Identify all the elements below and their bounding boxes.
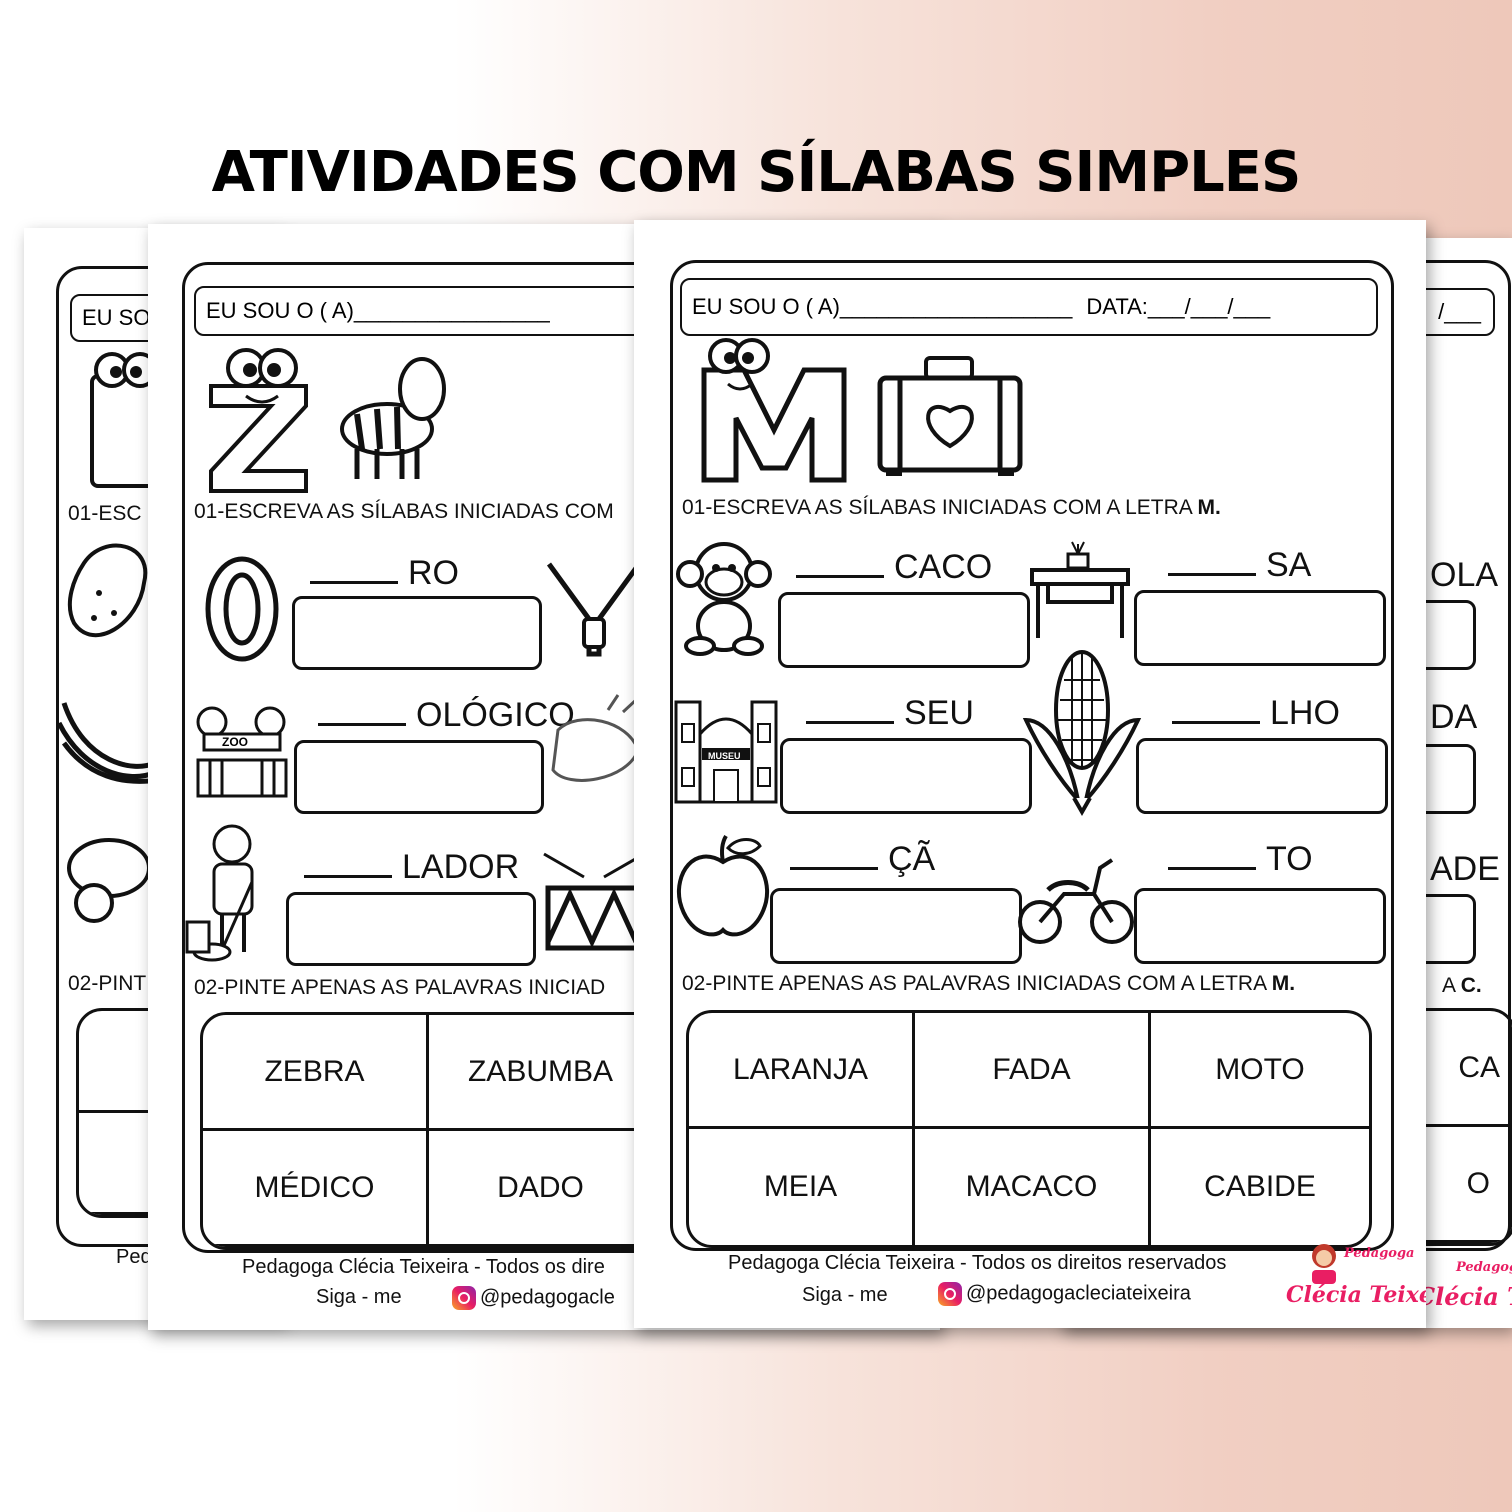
answer-box[interactable] xyxy=(1136,738,1388,814)
date-label: DATA:___/___/___ xyxy=(1086,294,1271,319)
instagram-icon xyxy=(452,1286,476,1310)
answer-box[interactable] xyxy=(1134,888,1386,964)
footer-follow: Siga - me xyxy=(802,1284,888,1306)
syllable-prompt: ÇÃ xyxy=(790,840,935,879)
syllable-prompt: ADE xyxy=(1430,850,1500,888)
instagram-icon xyxy=(938,1282,962,1306)
letter-m-character-icon xyxy=(701,338,847,483)
instruction-2: 02-PINTE APENAS AS PALAVRAS INICIAD xyxy=(194,976,606,999)
answer-box[interactable] xyxy=(294,740,544,814)
word-cell-meia[interactable]: MEIA xyxy=(689,1129,915,1245)
name-date-field: EU SOU O ( A)___________________ DATA:__… xyxy=(680,278,1378,336)
word-cell[interactable]: ZABUMBA xyxy=(429,1015,655,1131)
instruction-2: A C. xyxy=(1442,974,1482,997)
teacher-avatar-icon xyxy=(1312,1244,1336,1284)
syllable-prompt: DA xyxy=(1430,698,1478,736)
syllable-prompt: OLÓGICO xyxy=(318,696,575,735)
zoo-sign: ZOO xyxy=(222,735,248,749)
brand-logo: Clécia Teixeira xyxy=(1416,1282,1512,1311)
word-cell-fada[interactable]: FADA xyxy=(915,1013,1151,1129)
instruction-2: 02-PINTE APENAS AS PALAVRAS INICIADAS CO… xyxy=(682,972,1296,995)
word-cell[interactable]: DADO xyxy=(429,1131,655,1247)
zipper-icon xyxy=(546,562,642,657)
answer-box[interactable] xyxy=(778,592,1030,668)
footer-credit: Pedagoga Clécia Teixeira - Todos os dire… xyxy=(728,1252,1227,1274)
syllable-prompt: CACO xyxy=(796,548,992,587)
page-title: ATIVIDADES COM SÍLABAS SIMPLES xyxy=(211,140,1302,205)
footer-credit: Ped xyxy=(116,1246,152,1268)
corn-icon xyxy=(1022,650,1142,817)
answer-box[interactable] xyxy=(1134,590,1386,666)
zero-icon xyxy=(205,556,279,662)
suitcase-icon xyxy=(877,356,1023,476)
answer-box[interactable] xyxy=(286,892,536,966)
zoo-gate-icon xyxy=(196,706,288,798)
word-cell-moto[interactable]: MOTO xyxy=(1151,1013,1369,1129)
instruction-1: 01-ESC xyxy=(68,502,142,525)
instruction-2: 02-PINT xyxy=(68,972,147,995)
ox-icon xyxy=(551,694,640,782)
table-icon xyxy=(1030,541,1130,638)
answer-box[interactable] xyxy=(770,888,1022,964)
answer-box[interactable] xyxy=(292,596,542,670)
name-field: EU SOU O ( A)________________ xyxy=(194,286,884,336)
word-cell-macaco[interactable]: MACACO xyxy=(915,1129,1151,1245)
answer-box[interactable] xyxy=(780,738,1032,814)
word-grid: LARANJA FADA MOTO MEIA MACACO CABIDE xyxy=(686,1010,1372,1248)
worksheet-m: EU SOU O ( A)___________________ DATA:__… xyxy=(634,220,1426,1328)
apple-icon xyxy=(676,834,770,937)
instruction-1: 01-ESCREVA AS SÍLABAS INICIADAS COM xyxy=(194,500,614,523)
brand-logo-top: Pedagoga xyxy=(1456,1260,1512,1275)
footer-instagram[interactable]: @pedagogacleciateixeira xyxy=(938,1282,1191,1306)
monkey-icon xyxy=(676,542,772,656)
name-label: EU SOU O ( A)___________________ xyxy=(692,294,1073,319)
banana-icon xyxy=(56,702,156,784)
syllable-prompt: LHO xyxy=(1172,694,1340,733)
word-cell[interactable]: ZEBRA xyxy=(203,1015,429,1131)
potato-icon xyxy=(67,543,148,638)
syllable-prompt: SEU xyxy=(806,694,974,733)
instruction-1: 01-ESCREVA AS SÍLABAS INICIADAS COM A LE… xyxy=(682,496,1221,519)
word-cell-laranja[interactable]: LARANJA xyxy=(689,1013,915,1129)
syllable-prompt: SA xyxy=(1168,546,1311,585)
museum-icon xyxy=(674,700,778,804)
letter-z-character-icon xyxy=(209,348,308,493)
syllable-prompt: OLA xyxy=(1430,556,1499,594)
footer-instagram[interactable]: @pedagogacle xyxy=(452,1286,615,1310)
brand-logo: Clécia Teixeira xyxy=(1286,1282,1426,1308)
museum-sign: MUSEU xyxy=(708,751,741,761)
drum-icon xyxy=(543,852,645,951)
word-cell[interactable]: MÉDICO xyxy=(203,1131,429,1247)
zebra-icon xyxy=(340,357,446,479)
word-cell-cabide[interactable]: CABIDE xyxy=(1204,1170,1316,1203)
syllable-prompt: TO xyxy=(1168,840,1313,879)
brand-logo-top: Pedagoga xyxy=(1344,1246,1415,1261)
footer-credit: Pedagoga Clécia Teixeira - Todos os dire xyxy=(242,1256,605,1278)
syllable-prompt: RO xyxy=(310,554,459,593)
janitor-icon xyxy=(185,824,254,962)
syllable-prompt: LADOR xyxy=(304,848,519,887)
footer-follow: Siga - me xyxy=(316,1286,402,1308)
motorcycle-icon xyxy=(1018,858,1134,944)
